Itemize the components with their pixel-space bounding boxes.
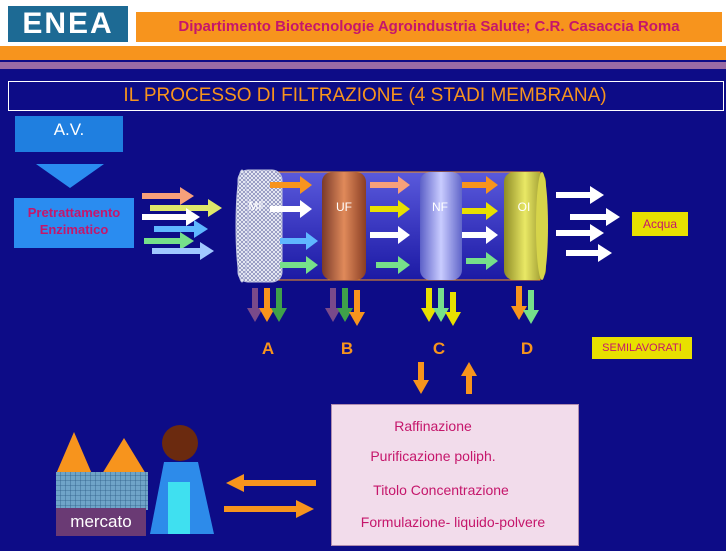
source-label: A.V. (53, 120, 85, 139)
membrane-label-oi: OI (517, 200, 531, 214)
orange-stripe (0, 46, 726, 60)
title-frame (8, 81, 724, 111)
left-arrow-icon (226, 474, 316, 492)
down-arrow-icon (413, 362, 429, 394)
product-arrows (247, 286, 539, 326)
membrane-label-nf: NF (432, 200, 448, 214)
logo (8, 6, 128, 42)
pretreatment-box (14, 198, 134, 248)
membrane-label-uf: UF (336, 200, 352, 214)
output-letter-a: A (261, 339, 275, 358)
output-letter-d: D (520, 339, 534, 358)
processing-step: Formulazione- liquido-polvere (360, 514, 546, 530)
department-text: Dipartimento Biotecnologie Agroindustria… (178, 18, 680, 35)
membrane-nf (420, 172, 462, 280)
up-arrow-icon (461, 362, 477, 394)
output-letter-c: C (432, 339, 446, 358)
water-label: Acqua (642, 217, 678, 231)
output-letter-b: B (340, 339, 354, 358)
processing-step: Purificazione poliph. (370, 448, 496, 464)
pretreatment-label: Pretrattamento Enzimatico (27, 205, 121, 237)
inflow-arrows (142, 187, 222, 260)
logo-text: ENEA (22, 7, 114, 40)
membrane-uf (322, 172, 366, 280)
processing-step: Titolo Concentrazione (373, 482, 509, 498)
purple-stripe (0, 62, 726, 69)
semi-finished-box (592, 337, 692, 359)
membrane-mf (235, 169, 283, 283)
market-label: mercato (70, 512, 132, 531)
water-box (632, 212, 688, 236)
right-arrow-icon (224, 500, 314, 518)
outflow-arrows (556, 186, 620, 262)
down-arrow-icon (36, 164, 104, 188)
internal-arrows (270, 176, 498, 274)
membrane-oi (504, 172, 548, 280)
person-icon (150, 425, 214, 534)
source-box (15, 116, 123, 152)
department-bar (136, 12, 722, 42)
processing-box (331, 404, 579, 546)
processing-step: Raffinazione (394, 418, 472, 434)
semi-finished-label: SEMILAVORATI (602, 342, 682, 354)
membrane-label-mf: MF (248, 199, 266, 213)
factory-icon (56, 432, 148, 536)
page-title: IL PROCESSO DI FILTRAZIONE (4 STADI MEMB… (123, 85, 607, 106)
